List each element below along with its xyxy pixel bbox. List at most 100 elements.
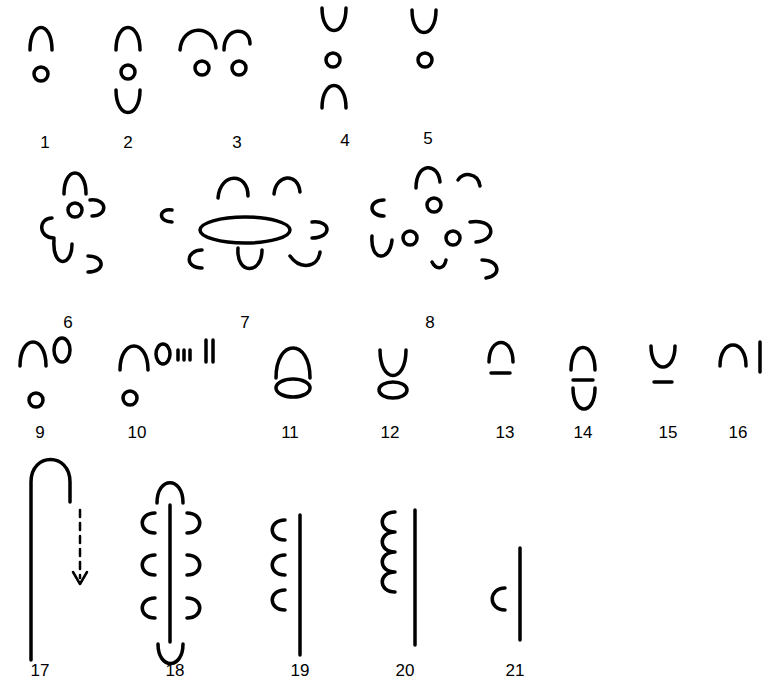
- symbol-stroke: [571, 348, 595, 371]
- symbol-stroke: [200, 217, 290, 243]
- symbol-stroke: [90, 200, 104, 216]
- symbol-stroke: [446, 231, 460, 245]
- symbol-stroke: [416, 168, 440, 188]
- symbol-stroke: [29, 393, 43, 407]
- callout-number: 3: [232, 134, 241, 151]
- symbol-stroke: [157, 483, 183, 503]
- symbol-3: [180, 30, 250, 75]
- callout-number: 18: [166, 662, 185, 679]
- callout-number: 2: [123, 134, 132, 151]
- symbol-10: [120, 340, 213, 405]
- symbol-stroke: [326, 53, 340, 67]
- symbol-stroke: [573, 378, 593, 382]
- symbol-2: [116, 28, 140, 113]
- symbol-stroke: [187, 513, 200, 533]
- symbol-stroke: [274, 178, 300, 194]
- symbol-stroke: [204, 340, 208, 362]
- symbol-stroke: [54, 338, 70, 362]
- symbol-stroke: [142, 598, 155, 618]
- callout-number: 16: [729, 424, 748, 441]
- symbol-stroke: [298, 515, 302, 655]
- symbol-stroke: [458, 175, 480, 186]
- callout-number: 21: [506, 662, 525, 679]
- symbol-1: [30, 28, 52, 82]
- callout-number: 7: [240, 314, 249, 331]
- symbol-stroke: [195, 61, 209, 75]
- symbol-stroke: [312, 222, 327, 238]
- symbol-stroke: [176, 350, 180, 360]
- symbol-stroke: [142, 513, 155, 533]
- symbol-stroke: [20, 342, 46, 366]
- symbol-stroke: [42, 218, 54, 238]
- symbol-stroke: [180, 30, 216, 50]
- symbol-5: [412, 10, 436, 67]
- symbol-stroke: [482, 260, 497, 278]
- symbol-stroke: [651, 346, 675, 367]
- symbol-stroke: [189, 250, 202, 268]
- symbol-stroke: [218, 178, 248, 198]
- symbol-stroke: [322, 86, 346, 109]
- callout-number: 19: [291, 662, 310, 679]
- symbol-stroke: [116, 28, 140, 51]
- symbol-stroke: [290, 252, 320, 265]
- callout-number: 15: [659, 424, 678, 441]
- callout-number: 1: [40, 134, 49, 151]
- symbol-stroke: [30, 28, 52, 51]
- symbol-stroke: [412, 10, 436, 33]
- symbol-17: [31, 460, 87, 661]
- symbol-stroke: [379, 382, 407, 398]
- symbol-stroke: [427, 198, 441, 212]
- symbol-stroke: [88, 256, 101, 272]
- symbol-stroke: [162, 210, 173, 222]
- symbol-21: [492, 548, 520, 640]
- symbol-stroke: [380, 350, 406, 376]
- callout-number: 10: [128, 424, 147, 441]
- symbol-stroke: [272, 520, 285, 540]
- symbol-stroke: [187, 598, 200, 618]
- callout-number: 13: [496, 424, 515, 441]
- symbol-6: [42, 173, 104, 272]
- symbol-19: [272, 515, 300, 655]
- symbol-11: [276, 348, 310, 397]
- symbol-stroke: [238, 248, 262, 269]
- symbol-stroke: [123, 391, 137, 405]
- symbol-stroke: [142, 555, 155, 575]
- callout-number: 17: [31, 662, 50, 679]
- callout-number: 4: [340, 132, 349, 149]
- symbol-stroke: [491, 371, 510, 375]
- symbol-15: [651, 346, 675, 382]
- symbol-stroke: [182, 350, 186, 360]
- symbol-stroke: [116, 90, 140, 113]
- symbol-stroke: [276, 379, 310, 397]
- symbol-stroke: [654, 380, 672, 384]
- symbol-20: [382, 510, 415, 645]
- symbol-stroke: [518, 548, 522, 640]
- symbol-stroke: [322, 8, 346, 31]
- symbol-12: [379, 350, 407, 398]
- symbol-stroke: [758, 342, 762, 372]
- symbol-stroke: [418, 53, 432, 67]
- symbol-stroke: [121, 65, 135, 79]
- symbol-14: [571, 348, 595, 410]
- symbol-4: [322, 8, 346, 108]
- symbol-stroke: [156, 344, 170, 364]
- symbol-9: [20, 338, 70, 407]
- callout-number: 12: [381, 424, 400, 441]
- symbol-stroke: [382, 512, 395, 592]
- symbol-7: [162, 178, 328, 269]
- symbol-stroke: [276, 348, 310, 378]
- symbol-stroke: [272, 590, 285, 610]
- symbol-stroke: [54, 240, 72, 262]
- symbol-stroke: [79, 510, 82, 578]
- callout-number: 14: [574, 424, 593, 441]
- callout-number: 5: [423, 130, 432, 147]
- symbol-stroke: [188, 350, 192, 360]
- symbol-stroke: [372, 200, 384, 216]
- symbol-stroke: [413, 510, 417, 645]
- symbol-stroke: [470, 222, 491, 242]
- symbol-stroke: [720, 345, 746, 366]
- symbol-stroke: [372, 236, 392, 256]
- symbol-stroke: [492, 588, 505, 610]
- callout-number: 11: [281, 424, 299, 441]
